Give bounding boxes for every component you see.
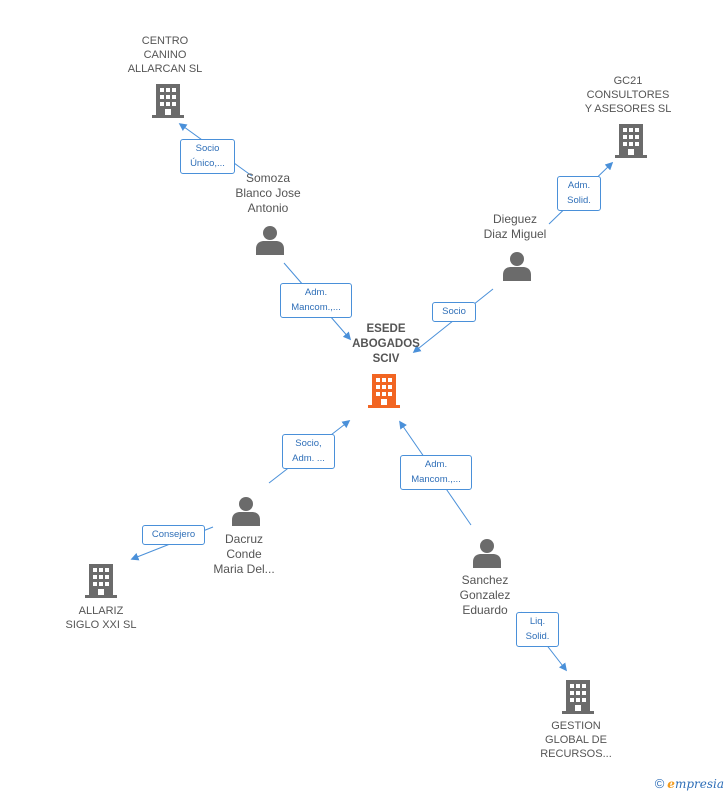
person-name-line: Dacruz xyxy=(224,532,263,546)
edge-label-dacruz-center[interactable]: Socio, Adm. ... xyxy=(282,434,335,469)
company-name-line: GLOBAL DE xyxy=(545,734,607,746)
person-name-line: Sanchez xyxy=(461,573,509,587)
building-icon[interactable] xyxy=(615,124,647,158)
edge-label-text: Mancom.,... xyxy=(411,474,461,485)
person-name-line: Gonzalez xyxy=(459,588,511,602)
edge-label-text: Socio xyxy=(442,306,466,317)
company-allariz[interactable]: ALLARIZ SIGLO XXI SL xyxy=(51,604,151,632)
company-name-line: ALLARCAN SL xyxy=(127,63,203,75)
edge-label-dacruz-allariz[interactable]: Consejero xyxy=(142,525,205,545)
company-name-line: GC21 xyxy=(613,75,643,87)
company-name-line: GESTION xyxy=(551,720,601,732)
company-name-line: RECURSOS... xyxy=(540,748,612,760)
person-icon[interactable] xyxy=(503,251,531,281)
edge-label-text: Socio xyxy=(195,143,220,154)
edge-label-text: Adm. ... xyxy=(292,453,325,464)
edge-label-sanchez-center[interactable]: Adm. Mancom.,... xyxy=(400,455,472,490)
company-name-line: ALLARIZ xyxy=(78,605,124,617)
edge-label-text: Liq. xyxy=(529,616,546,627)
person-dacruz[interactable]: Dacruz Conde Maria Del... xyxy=(194,532,294,577)
edge-label-dieguez-gc21[interactable]: Adm. Solid. xyxy=(557,176,601,211)
person-somoza[interactable]: Somoza Blanco Jose Antonio xyxy=(218,171,318,216)
company-name-line: Y ASESORES SL xyxy=(584,103,672,115)
edge-label-text: Consejero xyxy=(151,529,196,540)
person-name-line: Blanco Jose xyxy=(235,186,301,200)
building-icon[interactable] xyxy=(562,680,594,714)
person-name-line: Eduardo xyxy=(462,603,508,617)
edge-label-text: Adm. xyxy=(567,180,591,191)
edge-label-text: Solid. xyxy=(525,631,550,642)
edge-label-text: Adm. xyxy=(424,459,448,470)
edge-label-sanchez-gestion[interactable]: Liq. Solid. xyxy=(516,612,559,647)
person-name-line: Somoza xyxy=(245,171,291,185)
company-name-line: CENTRO xyxy=(141,35,189,47)
company-name-line: CANINO xyxy=(143,49,187,61)
company-gestion-global[interactable]: GESTION GLOBAL DE RECURSOS... xyxy=(526,719,626,761)
company-centro-canino[interactable]: CENTRO CANINO ALLARCAN SL xyxy=(115,34,215,76)
person-sanchez[interactable]: Sanchez Gonzalez Eduardo xyxy=(435,573,535,618)
edge-label-text: Adm. xyxy=(304,287,328,298)
company-gc21[interactable]: GC21 CONSULTORES Y ASESORES SL xyxy=(578,74,678,116)
edge-label-text: Único,... xyxy=(190,158,225,169)
empresia-watermark: ©empresia xyxy=(655,776,724,791)
edge-label-dieguez-center[interactable]: Socio xyxy=(432,302,476,322)
copyright-symbol: © xyxy=(654,776,665,791)
person-icon[interactable] xyxy=(232,496,260,526)
building-icon[interactable] xyxy=(152,84,184,118)
person-name-line: Diaz Miguel xyxy=(483,227,547,241)
person-icon[interactable] xyxy=(473,538,501,568)
center-company-esede[interactable]: ESEDE ABOGADOS SCIV xyxy=(336,322,436,367)
company-name-line: CONSULTORES xyxy=(586,89,670,101)
person-name-line: Maria Del... xyxy=(213,562,275,576)
edge-label-text: Mancom.,... xyxy=(291,302,341,313)
center-name-line-3: SCIV xyxy=(372,353,400,365)
edge-label-somoza-center[interactable]: Adm. Mancom.,... xyxy=(280,283,352,318)
center-name-line-1: ESEDE xyxy=(366,323,406,335)
building-icon[interactable] xyxy=(85,564,117,598)
person-icon[interactable] xyxy=(256,225,284,255)
person-dieguez[interactable]: Dieguez Diaz Miguel xyxy=(465,212,565,242)
person-name-line: Conde xyxy=(226,547,262,561)
edge-label-text: Solid. xyxy=(567,195,591,206)
brand-name: mpresia xyxy=(674,777,724,791)
person-name-line: Antonio xyxy=(247,201,289,215)
edge-label-text: Socio, xyxy=(295,438,322,449)
brand-initial: e xyxy=(667,777,675,791)
company-name-line: SIGLO XXI SL xyxy=(65,619,137,631)
center-name-line-2: ABOGADOS xyxy=(352,338,420,350)
building-icon[interactable] xyxy=(368,374,400,408)
person-name-line: Dieguez xyxy=(492,212,538,226)
edge-label-somoza-centro[interactable]: Socio Único,... xyxy=(180,139,235,174)
